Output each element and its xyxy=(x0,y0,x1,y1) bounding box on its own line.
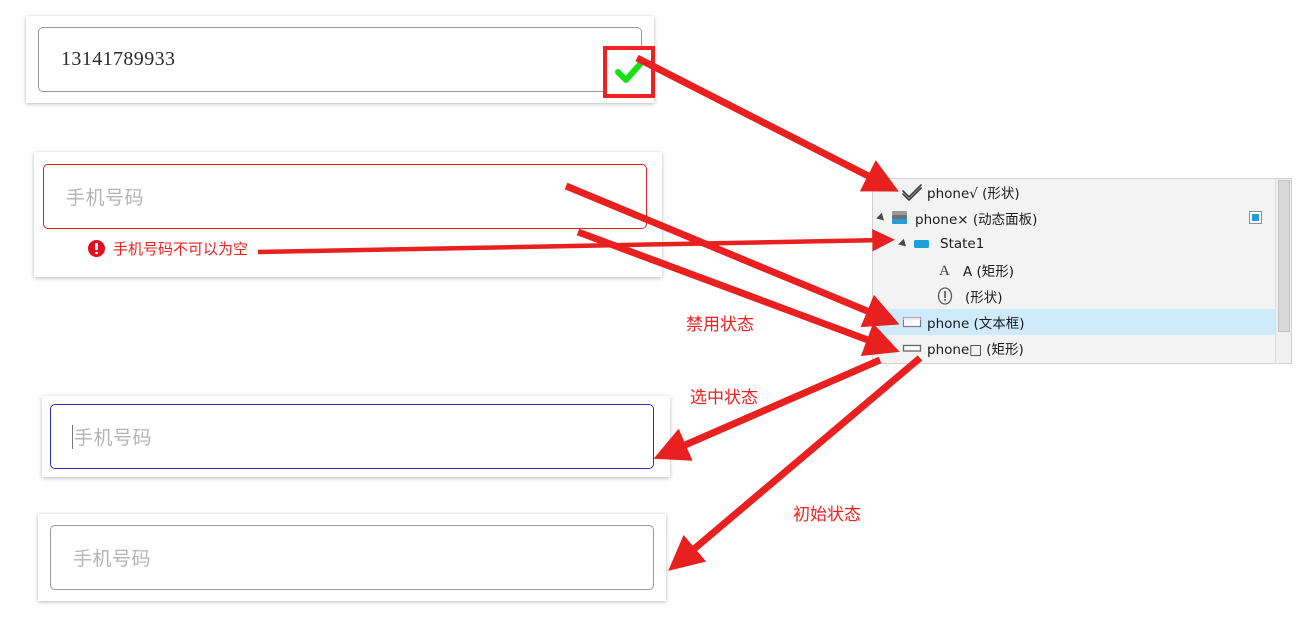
tree-row-label: State1 xyxy=(940,236,985,252)
panel-focused: 手机号码 xyxy=(42,396,670,477)
tree-row-selected[interactable]: phone (文本框) xyxy=(873,309,1291,335)
textbox-icon xyxy=(901,309,923,335)
tree-row[interactable]: phone× (动态面板) xyxy=(873,205,1291,231)
rectangle-icon xyxy=(901,335,923,361)
panel-filled-valid: 13141789933 xyxy=(26,16,655,103)
tree-row-label: phone√ (形状) xyxy=(927,186,1020,202)
error-exclamation-icon xyxy=(88,240,105,257)
phone-input-value: 13141789933 xyxy=(61,48,176,70)
tree-scrollbar-thumb[interactable] xyxy=(1278,180,1290,332)
annotation-selected-state: 选中状态 xyxy=(690,388,758,408)
text-caret xyxy=(72,424,73,449)
check-shape-icon xyxy=(901,179,923,205)
tree-expander-icon[interactable] xyxy=(875,205,889,231)
tree-row-label: (形状) xyxy=(965,290,1003,306)
error-message: 手机号码不可以为空 xyxy=(88,238,248,259)
green-check-icon xyxy=(615,60,644,83)
tree-expander-icon[interactable] xyxy=(897,231,911,257)
panel-error-empty: 手机号码 手机号码不可以为空 xyxy=(34,152,662,277)
tree-row[interactable]: (形状) xyxy=(873,283,1291,309)
phone-input-placeholder: 手机号码 xyxy=(74,427,153,449)
tree-expander-placeholder xyxy=(887,179,901,205)
tree-row-label: phone□ (矩形) xyxy=(927,342,1024,358)
tree-row[interactable]: State1 xyxy=(873,231,1291,257)
outline-tree-panel[interactable]: phone√ (形状) phone× (动态面板) xyxy=(872,178,1292,364)
phone-input-placeholder: 手机号码 xyxy=(66,187,145,209)
svg-text:A: A xyxy=(939,263,950,279)
phone-input-valid[interactable]: 13141789933 xyxy=(38,27,642,92)
annotation-initial-state: 初始状态 xyxy=(793,505,861,525)
tree-row-label: phone× (动态面板) xyxy=(915,212,1038,228)
phone-input-initial[interactable]: 手机号码 xyxy=(50,525,654,590)
tree-row[interactable]: A A (矩形) xyxy=(873,257,1291,283)
tree-row[interactable]: phone□ (矩形) xyxy=(873,335,1291,361)
visibility-checkbox[interactable] xyxy=(1249,211,1262,224)
phone-input-placeholder: 手机号码 xyxy=(73,548,152,570)
exclamation-shape-icon xyxy=(935,283,957,309)
phone-input-focused[interactable]: 手机号码 xyxy=(50,404,654,469)
state-icon xyxy=(911,231,933,257)
tree-row-label: A (矩形) xyxy=(963,264,1015,280)
tree-expander-placeholder xyxy=(887,335,901,361)
panel-initial: 手机号码 xyxy=(38,514,666,601)
phone-input-error[interactable]: 手机号码 xyxy=(43,164,647,229)
tree-scrollbar[interactable] xyxy=(1275,179,1291,363)
text-rectangle-icon: A xyxy=(935,257,957,283)
valid-check-badge xyxy=(603,46,655,98)
tree-expander-placeholder xyxy=(887,309,901,335)
dynamic-panel-icon xyxy=(889,205,911,231)
annotation-disabled-state: 禁用状态 xyxy=(686,315,754,335)
arrow-to-check-shape xyxy=(635,54,899,192)
tree-row-label: phone (文本框) xyxy=(927,316,1025,332)
tree-row[interactable]: phone√ (形状) xyxy=(873,179,1291,205)
error-message-text: 手机号码不可以为空 xyxy=(113,240,249,258)
